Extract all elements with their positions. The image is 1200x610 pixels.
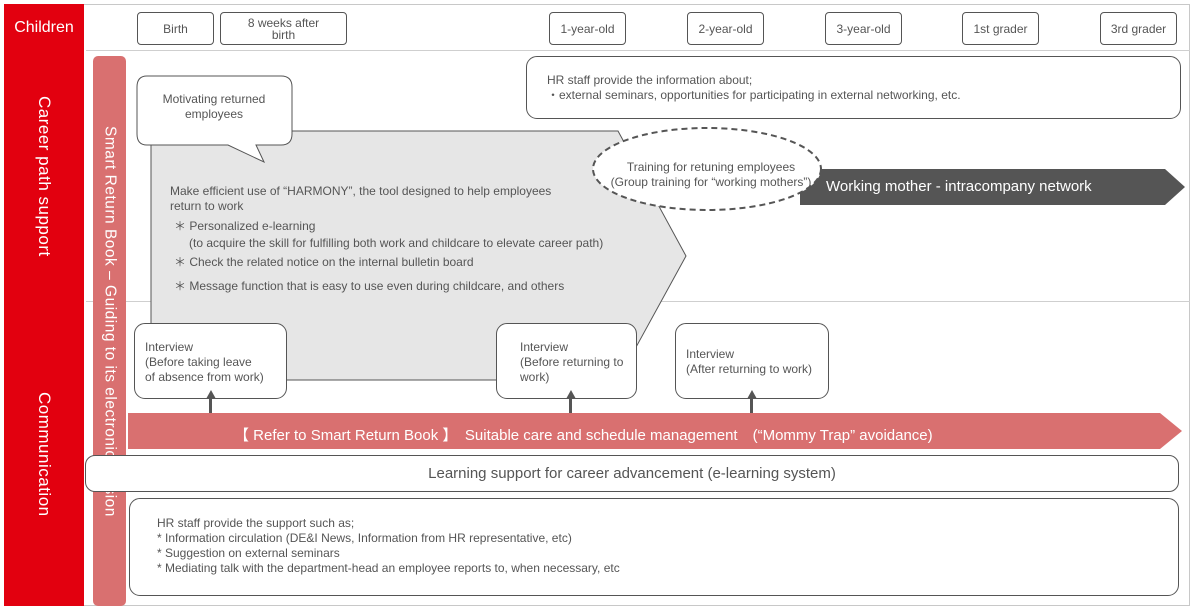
harmony-item: ＊ Personalized e-learning — [174, 219, 316, 233]
harmony-item: ＊ Message function that is easy to use e… — [174, 279, 565, 293]
row-label-text: Career path support — [35, 96, 54, 257]
row-divider — [86, 50, 1190, 51]
training-text: Training for retuning employees (Group t… — [610, 160, 812, 189]
row-label-text: Communication — [35, 391, 54, 517]
harmony-intro: Make efficient use of “HARMONY”, the too… — [170, 184, 552, 213]
timeline-8-weeks: 8 weeks after birth — [220, 12, 347, 45]
hr-support-box: HR staff provide the support such as; * … — [129, 498, 1179, 596]
up-arrow-icon — [747, 390, 757, 399]
timeline-2-year: 2-year-old — [687, 12, 764, 45]
smart-return-book-label: Smart Return Book – Guiding to its elect… — [101, 126, 119, 517]
timeline-1st-grader: 1st grader — [962, 12, 1039, 45]
interview-before-return: Interview (Before returning to work) — [496, 323, 637, 399]
interview-before-leave: Interview (Before taking leave of absenc… — [134, 323, 287, 399]
learning-support-box: Learning support for career advancement … — [85, 455, 1179, 492]
network-arrow-shape — [800, 169, 1185, 205]
speech-bubble-shape — [136, 75, 293, 164]
up-arrow-stem — [209, 399, 212, 413]
row-label-communication: Communication — [4, 302, 84, 606]
up-arrow-stem — [569, 399, 572, 413]
hr-info-box: HR staff provide the information about; … — [526, 56, 1181, 119]
row-label-children: Children — [4, 4, 84, 51]
timeline-1-year: 1-year-old — [549, 12, 626, 45]
timeline-3-year: 3-year-old — [825, 12, 902, 45]
up-arrow-icon — [206, 390, 216, 399]
harmony-item-sub: (to acquire the skill for fulfilling bot… — [189, 236, 604, 250]
row-label-career: Career path support — [4, 51, 84, 302]
motivating-text: Motivating returned employees — [162, 92, 266, 121]
interview-after-return: Interview (After returning to work) — [675, 323, 829, 399]
learning-support-label: Learning support for career advancement … — [428, 465, 836, 482]
up-arrow-icon — [566, 390, 576, 399]
harmony-item: ＊ Check the related notice on the intern… — [174, 255, 474, 269]
network-label: Working mother - intracompany network — [826, 178, 1092, 195]
up-arrow-stem — [750, 399, 753, 413]
smart-return-book-bar: Smart Return Book – Guiding to its elect… — [93, 56, 126, 606]
refer-arrow-shape — [128, 413, 1182, 449]
row-label-text: Children — [14, 18, 74, 36]
training-ellipse — [592, 127, 822, 211]
refer-arrow-label: 【 Refer to Smart Return Book 】 Suitable … — [234, 427, 933, 444]
timeline-3rd-grader: 3rd grader — [1100, 12, 1177, 45]
timeline-birth: Birth — [137, 12, 214, 45]
